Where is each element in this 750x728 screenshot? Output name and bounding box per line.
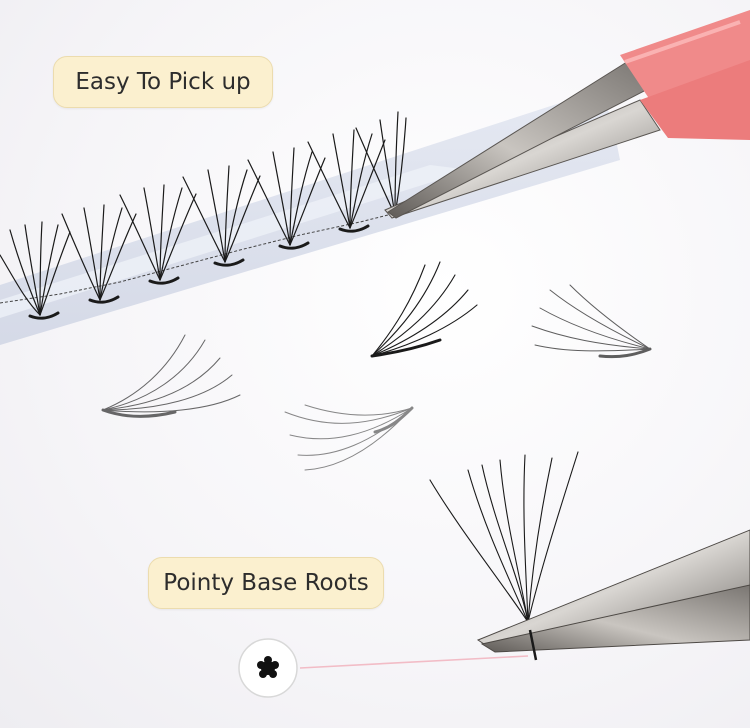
root-pointer	[238, 638, 529, 698]
callout-pointy-base-roots: Pointy Base Roots	[148, 557, 384, 609]
tweezers-top	[384, 10, 750, 219]
tweezers-bottom	[476, 529, 750, 661]
loose-lash-fans	[101, 261, 652, 623]
root-magnifier-icon	[257, 656, 279, 678]
strip-lash-fans	[0, 111, 407, 320]
callout-easy-pick-up: Easy To Pick up	[53, 56, 273, 108]
